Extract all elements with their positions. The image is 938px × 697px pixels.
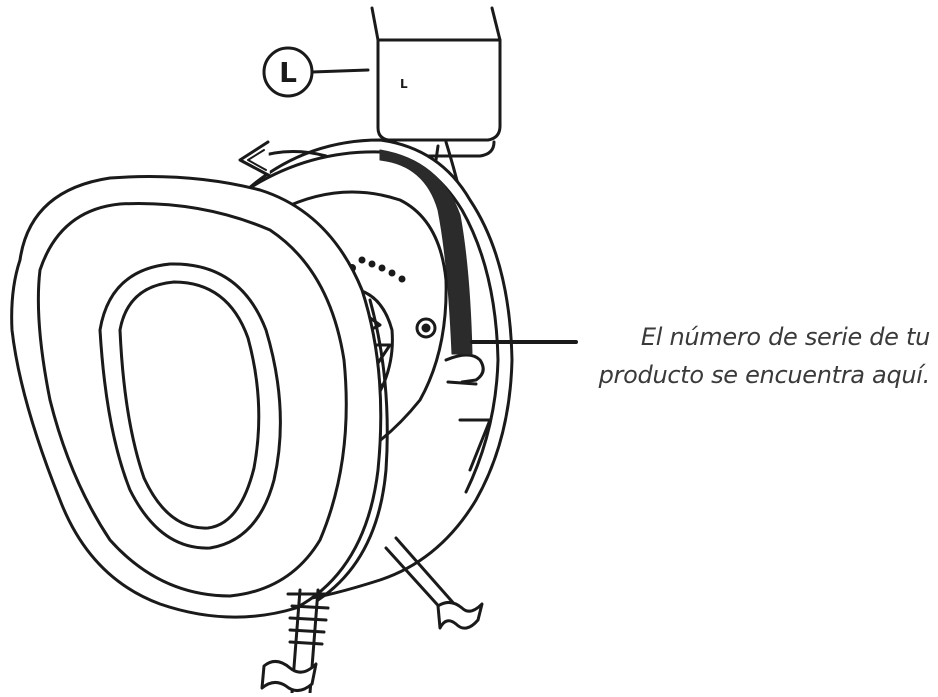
microphone-arm xyxy=(384,536,484,630)
side-indicator-icon xyxy=(262,46,370,98)
serial-number-callout: El número de serie de tu producto se enc… xyxy=(585,318,931,394)
headband-slider xyxy=(370,6,502,158)
band-side-mark: L xyxy=(400,77,408,91)
callout-line-2: producto se encuentra aquí. xyxy=(598,361,931,389)
ear-cushion xyxy=(10,175,389,619)
audio-cable xyxy=(260,588,332,695)
callout-line-1: El número de serie de tu xyxy=(640,323,930,351)
serial-number-label xyxy=(379,149,473,355)
rotate-arrow-icon xyxy=(238,140,328,178)
side-indicator-letter: L xyxy=(279,56,297,89)
